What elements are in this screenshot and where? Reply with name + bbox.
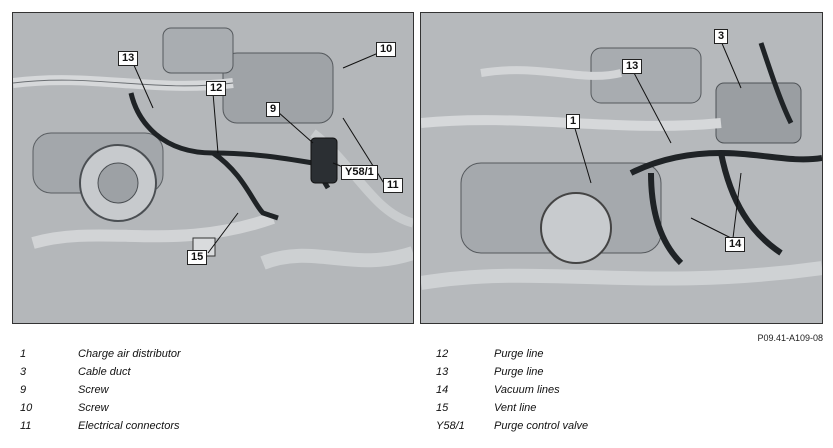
legend-description: Purge control valve bbox=[494, 420, 589, 432]
callout-3: 3 bbox=[714, 29, 729, 44]
callout-10: 10 bbox=[376, 42, 397, 57]
legend-number: 13 bbox=[436, 366, 449, 378]
callout-13: 13 bbox=[118, 51, 139, 66]
legend-item: 15 Vent line bbox=[436, 402, 816, 420]
legend-item: 11 Electrical connectors bbox=[20, 420, 400, 438]
callout-13: 13 bbox=[622, 59, 643, 74]
legend-number: 14 bbox=[436, 384, 449, 396]
legend-item: 10 Screw bbox=[20, 402, 400, 420]
legend-item: 12 Purge line bbox=[436, 348, 816, 366]
callout-12: 12 bbox=[206, 81, 227, 96]
legend-item: 14 Vacuum lines bbox=[436, 384, 816, 402]
legend-description: Purge line bbox=[494, 366, 544, 378]
callout-15: 15 bbox=[187, 250, 208, 265]
legend-description: Screw bbox=[78, 402, 109, 414]
legend-number: 12 bbox=[436, 348, 449, 360]
legend-item: 3 Cable duct bbox=[20, 366, 400, 384]
legend-item: 13 Purge line bbox=[436, 366, 816, 384]
legend-description: Cable duct bbox=[78, 366, 131, 378]
engine-illustration-left: 13 10 12 9 Y58/1 11 15 bbox=[12, 12, 414, 324]
callout-14: 14 bbox=[725, 237, 746, 252]
legend-number: 9 bbox=[20, 384, 27, 396]
callout-9: 9 bbox=[266, 102, 281, 117]
legend-item: 1 Charge air distributor bbox=[20, 348, 400, 366]
callout-y58-1: Y58/1 bbox=[341, 165, 378, 180]
legend-number: 10 bbox=[20, 402, 33, 414]
legend-description: Vacuum lines bbox=[494, 384, 560, 396]
legend-description: Charge air distributor bbox=[78, 348, 181, 360]
legend-item: 9 Screw bbox=[20, 384, 400, 402]
legend-number: 11 bbox=[20, 420, 32, 432]
legend-description: Electrical connectors bbox=[78, 420, 180, 432]
legend-number: 3 bbox=[20, 366, 27, 378]
legend-description: Purge line bbox=[494, 348, 544, 360]
legend-right: 12 Purge line 13 Purge line 14 Vacuum li… bbox=[436, 348, 816, 438]
legend-number: 15 bbox=[436, 402, 449, 414]
figure-reference: P09.41-A109-08 bbox=[757, 333, 823, 343]
callout-11: 11 bbox=[383, 178, 403, 193]
legend-number: 1 bbox=[20, 348, 27, 360]
legend-number: Y58/1 bbox=[436, 420, 465, 432]
legend-description: Vent line bbox=[494, 402, 537, 414]
engine-illustration-right: 3 13 1 14 bbox=[420, 12, 823, 324]
engine-drawing-right bbox=[421, 13, 822, 323]
callout-1: 1 bbox=[566, 114, 581, 129]
legend-item: Y58/1 Purge control valve bbox=[436, 420, 816, 438]
legend-left: 1 Charge air distributor 3 Cable duct 9 … bbox=[20, 348, 400, 438]
legend-description: Screw bbox=[78, 384, 109, 396]
